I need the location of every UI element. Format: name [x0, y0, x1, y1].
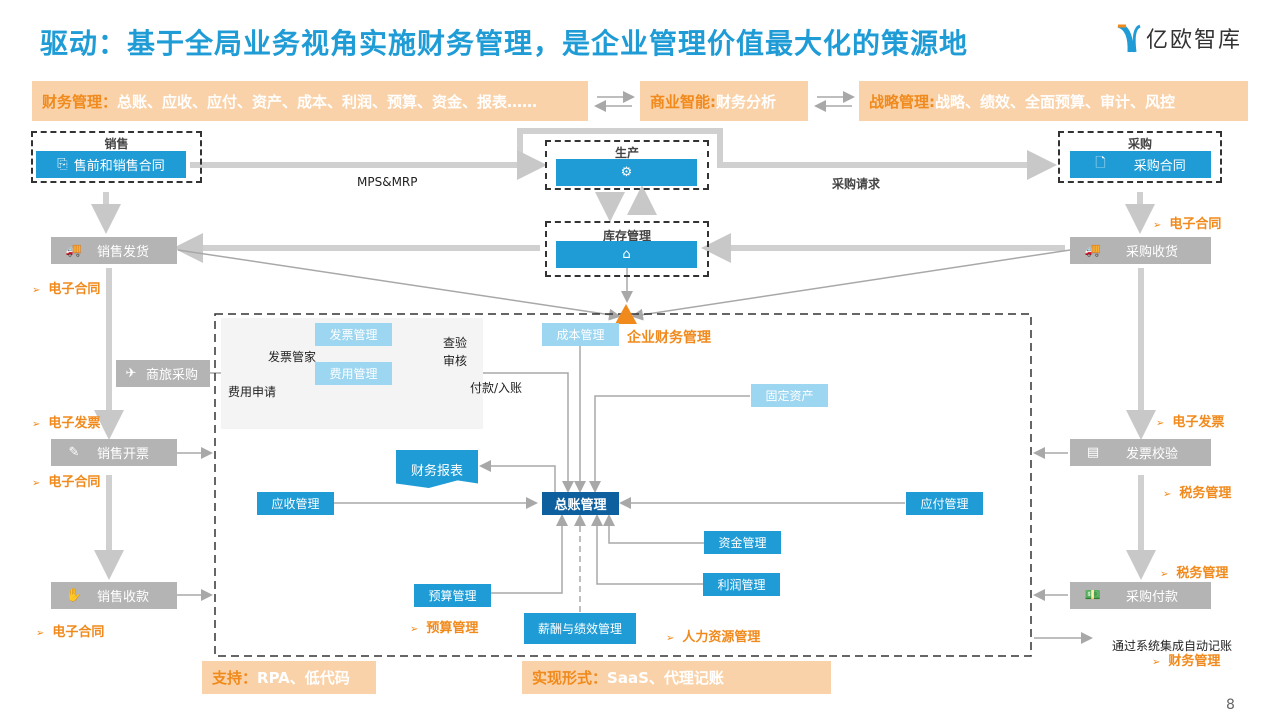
invoice-butler-label: 发票管家	[268, 350, 317, 364]
purchase-caption: 采购	[1127, 137, 1152, 151]
purchase-contract-node[interactable]: 🗋 采购合同	[1070, 151, 1211, 178]
mps-mrp-label: MPS&MRP	[357, 175, 418, 189]
page-title: 驱动：基于全局业务视角实施财务管理，是企业管理价值最大化的策源地	[40, 27, 969, 60]
auto-posting-note: ➢财务管理	[1152, 654, 1221, 669]
band-text: 总账、应收、应付、资产、成本、利润、预算、资金、报表……	[117, 92, 538, 111]
expense-request-label: 费用申请	[228, 385, 277, 399]
production-caption: 生产	[614, 146, 639, 160]
sales-note-3: ➢电子合同	[32, 475, 101, 490]
sales-group	[31, 131, 202, 183]
auto-posting-text: 通过系统集成自动记账	[1112, 639, 1233, 653]
invoice-mgmt-node[interactable]: 发票管理	[315, 323, 392, 346]
pencil-icon: ✎	[68, 445, 80, 460]
node-label: 商旅采购	[146, 368, 199, 383]
travel-procurement-node[interactable]: ✈ 商旅采购	[116, 360, 210, 387]
cost-mgmt-node[interactable]: 成本管理	[542, 323, 619, 346]
band-delivery-form: 实现形式：SaaS、代理记账	[522, 661, 831, 694]
node-label: 销售开票	[97, 447, 150, 462]
purchase-request-label: 采购请求	[832, 177, 881, 191]
pay-entry-label: 付款/入账	[470, 381, 523, 395]
band-text: SaaS、代理记账	[607, 669, 724, 687]
page-number: 8	[1226, 697, 1235, 713]
purchase-receiving-node[interactable]: 🚚 采购收货	[1070, 237, 1211, 264]
enterprise-title: 企业财务管理	[627, 330, 711, 346]
purchase-note-2: ➢电子发票	[1156, 415, 1225, 430]
hand-coins-icon: ✋	[65, 588, 83, 603]
band-label: 商业智能:	[650, 92, 716, 111]
inventory-caption: 库存管理	[602, 229, 651, 243]
expense-mgmt-node[interactable]: 费用管理	[315, 362, 392, 385]
band-finance-mgmt: 财务管理：总账、应收、应付、资产、成本、利润、预算、资金、报表……	[32, 81, 588, 121]
purchase-group	[1058, 131, 1222, 183]
budget-mgmt-node[interactable]: 预算管理	[414, 584, 491, 607]
band-text: 财务分析	[716, 92, 777, 111]
purchase-note-1: ➢电子合同	[1153, 217, 1222, 232]
hr-note: ➢人力资源管理	[666, 630, 761, 645]
documents-icon: ⎘	[57, 157, 68, 172]
node-label: 销售收款	[97, 590, 150, 605]
budget-note: ➢预算管理	[410, 621, 479, 636]
production-group	[545, 140, 709, 190]
purchase-note-4: ➢税务管理	[1160, 566, 1229, 581]
band-label: 财务管理：	[42, 92, 118, 111]
truck-icon: 🚚	[1084, 243, 1102, 258]
receivable-node[interactable]: 应收管理	[257, 492, 334, 515]
production-node[interactable]: ⚙	[556, 159, 697, 186]
sales-note-4: ➢电子合同	[36, 625, 105, 640]
inventory-group	[545, 221, 709, 277]
band-strategy-mgmt: 战略管理:战略、绩效、全面预算、审计、风控	[859, 81, 1248, 121]
band-label: 战略管理:	[869, 92, 935, 111]
invoice-check-node[interactable]: ▤ 发票校验	[1070, 439, 1211, 466]
node-label: 销售发货	[97, 245, 150, 260]
general-ledger-node[interactable]: 总账管理	[542, 492, 619, 515]
invoice-card-icon: ▤	[1086, 445, 1100, 460]
band-text: RPA、低代码	[257, 669, 350, 687]
fixed-assets-node[interactable]: 固定资产	[751, 384, 828, 407]
band-support: 支持：RPA、低代码	[202, 661, 376, 694]
brand-logo: 亿欧智库	[1116, 22, 1242, 54]
sales-caption: 销售	[104, 137, 129, 151]
gears-icon: ⚙	[620, 165, 633, 180]
truck-icon: 🚚	[65, 243, 83, 258]
review-label: 审核	[443, 354, 468, 368]
check-label: 查验	[443, 336, 468, 350]
band-text: 战略、绩效、全面预算、审计、风控	[935, 92, 1176, 111]
sales-collection-node[interactable]: ✋ 销售收款	[51, 582, 177, 609]
home-icon: ⌂	[622, 247, 631, 262]
node-label: 采购收货	[1126, 245, 1179, 260]
payroll-node[interactable]: 薪酬与绩效管理	[524, 613, 636, 644]
fund-mgmt-node[interactable]: 资金管理	[704, 531, 781, 554]
payable-node[interactable]: 应付管理	[906, 492, 983, 515]
node-label: 采购付款	[1126, 590, 1179, 605]
band-business-intelligence: 商业智能:财务分析	[640, 81, 808, 121]
node-label: 发票校验	[1126, 447, 1179, 462]
airplane-icon: ✈	[125, 366, 137, 381]
sales-invoicing-node[interactable]: ✎ 销售开票	[51, 439, 177, 466]
node-label: 采购合同	[1133, 159, 1186, 174]
band-label: 支持：	[212, 669, 258, 687]
sales-note-2: ➢电子发票	[32, 416, 101, 431]
logo-text: 亿欧智库	[1146, 28, 1243, 53]
sales-delivery-node[interactable]: 🚚 销售发货	[51, 237, 177, 264]
document-icon: 🗋	[1095, 155, 1106, 171]
purchase-payment-node[interactable]: 💵 采购付款	[1070, 582, 1211, 609]
profit-mgmt-node[interactable]: 利润管理	[703, 573, 780, 596]
sales-contract-node[interactable]: ⎘ 售前和销售合同	[36, 151, 186, 178]
sales-note-1: ➢电子合同	[32, 282, 101, 297]
purchase-note-3: ➢税务管理	[1163, 486, 1232, 501]
band-label: 实现形式：	[532, 669, 608, 687]
inventory-node[interactable]: ⌂	[556, 241, 697, 268]
logo-icon	[1117, 24, 1141, 53]
money-hand-icon: 💵	[1084, 588, 1102, 603]
node-label: 售前和销售合同	[73, 159, 165, 174]
